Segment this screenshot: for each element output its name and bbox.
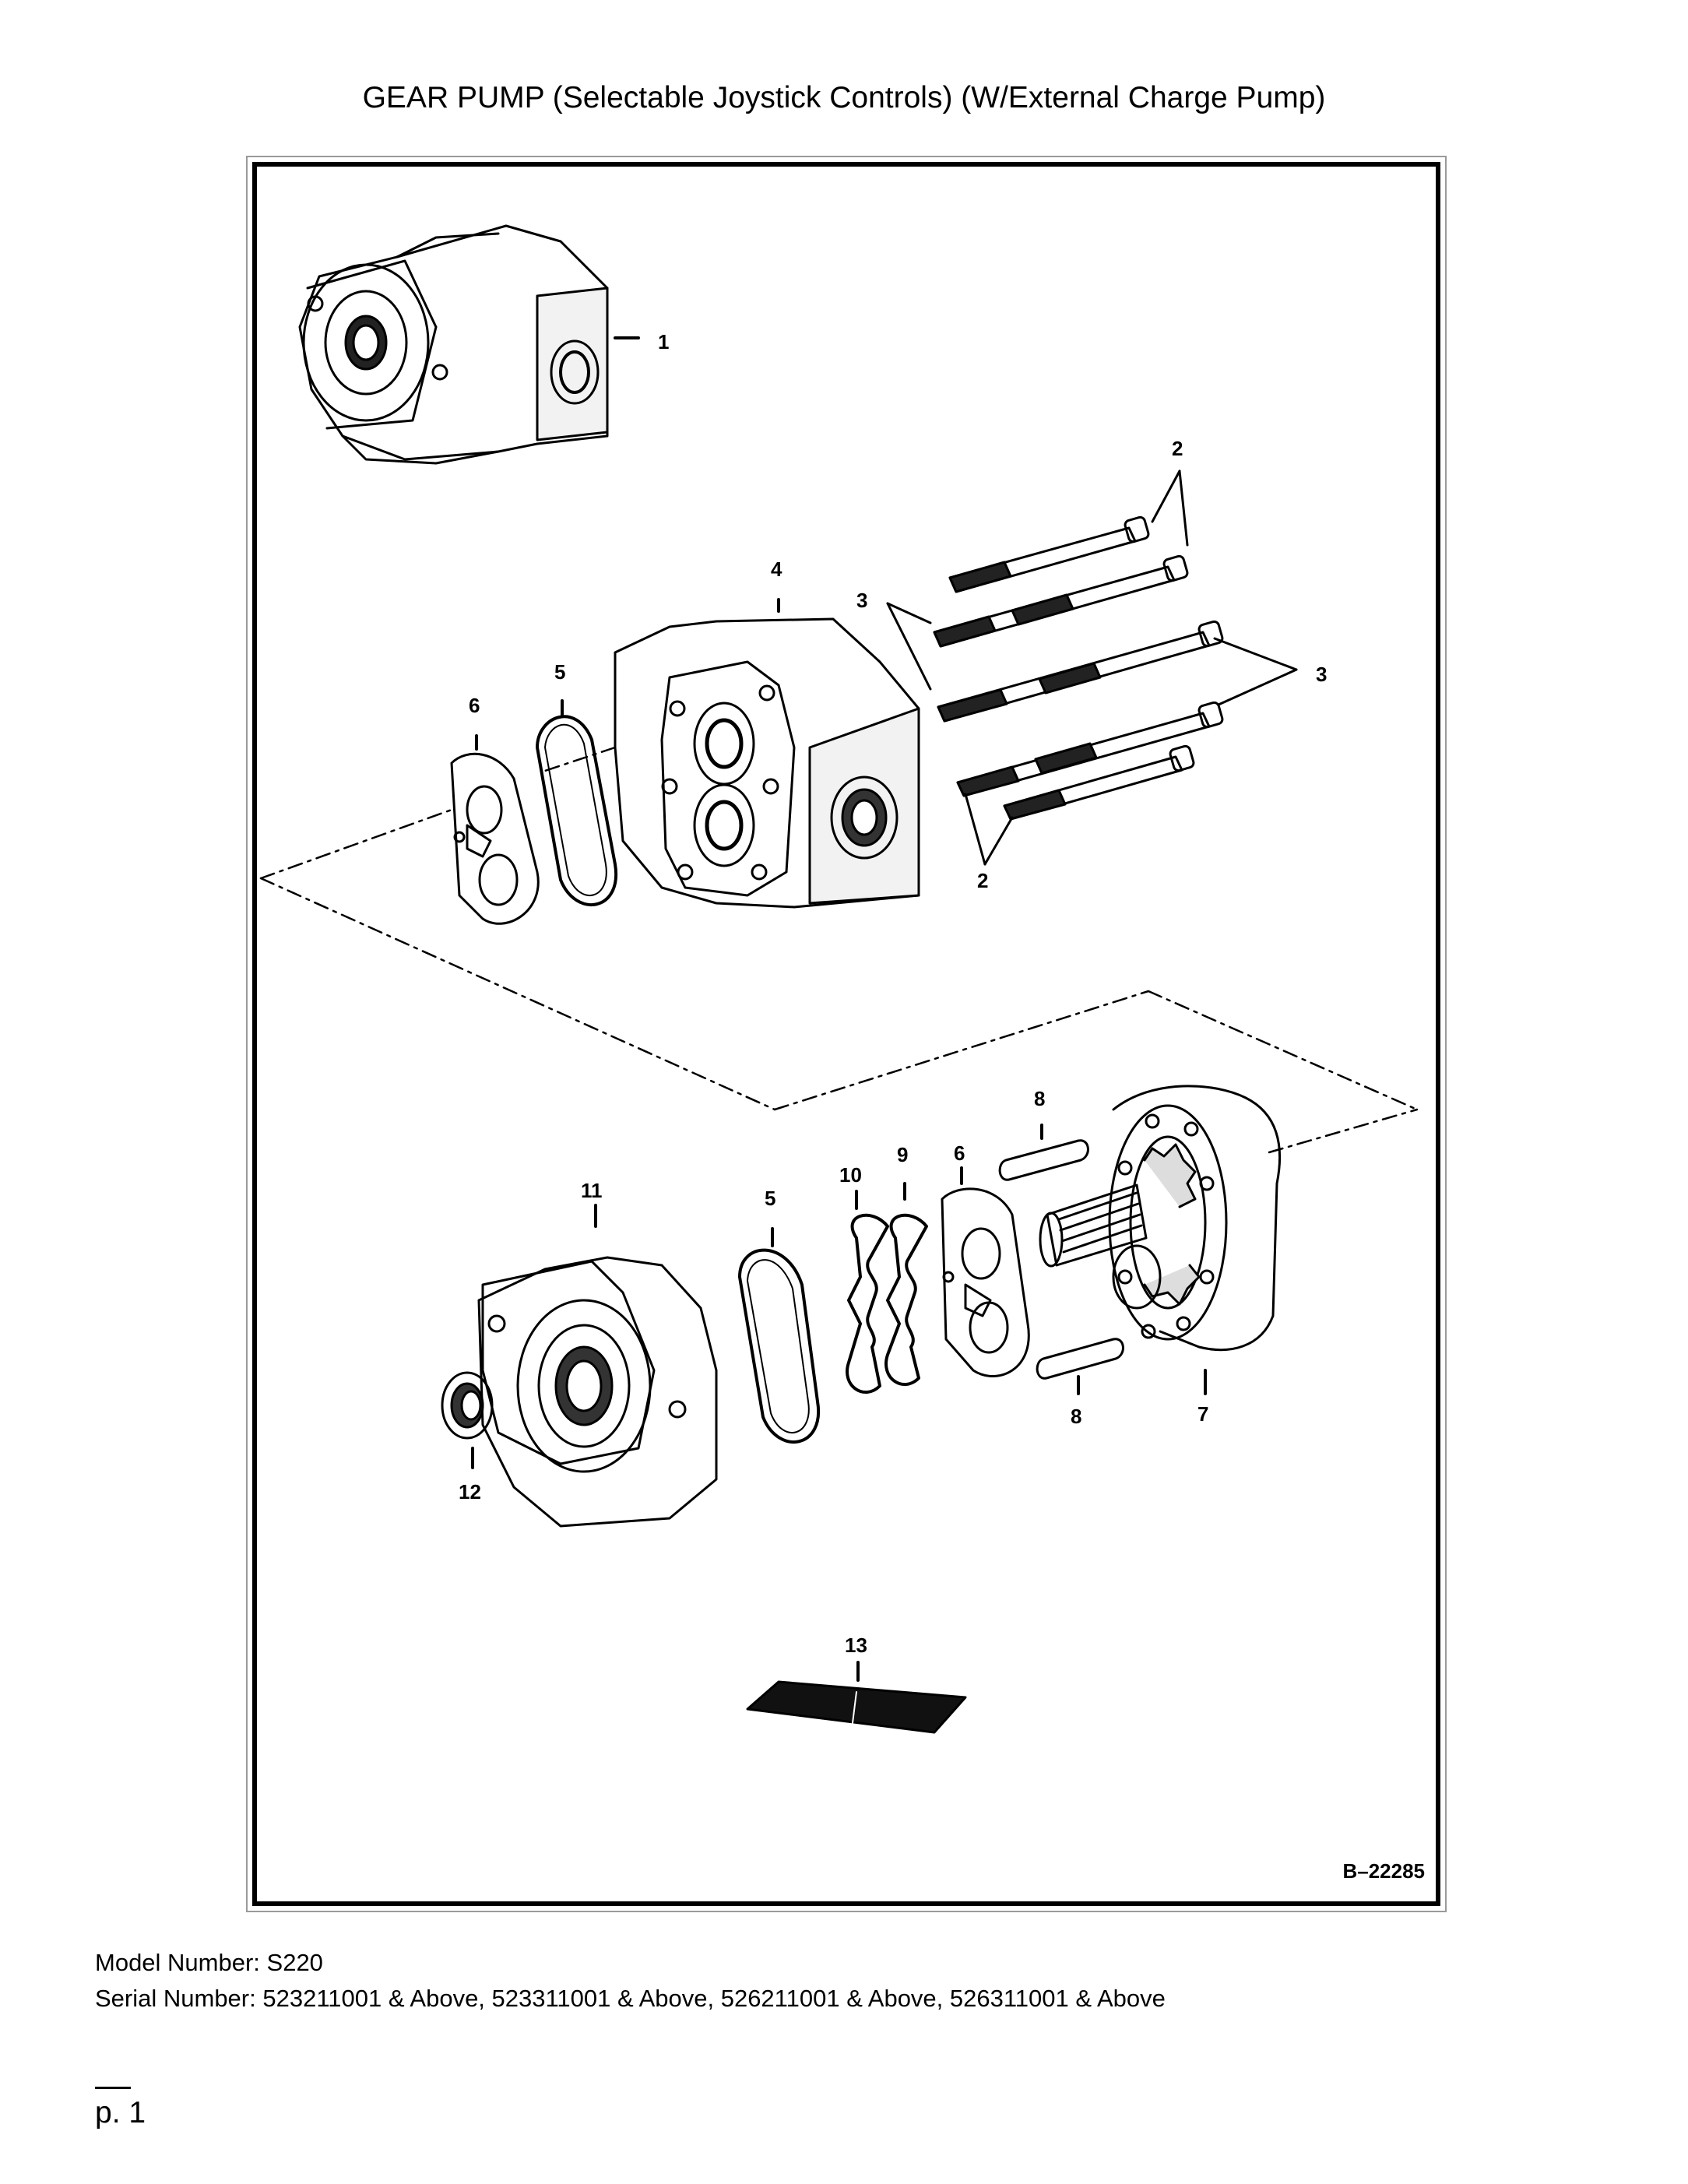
part-9-seal: [884, 1182, 928, 1387]
callout-2-lower: 2: [977, 869, 988, 892]
part-4-pump-body: [614, 598, 920, 909]
page-number: p. 1: [95, 2096, 146, 2129]
part-5-o-ring-lower: [738, 1227, 821, 1444]
page-number-rule: [95, 2087, 131, 2089]
callout-7: 7: [1197, 1402, 1208, 1426]
figure-frame-outer: [246, 156, 1447, 1912]
figure-frame: [252, 162, 1440, 1906]
callout-4: 4: [771, 557, 782, 581]
callout-13: 13: [845, 1634, 867, 1657]
part-5-o-ring-upper: [536, 699, 618, 907]
part-8-dowel-pins: [998, 1124, 1124, 1395]
page-title: GEAR PUMP (Selectable Joystick Controls)…: [362, 81, 1326, 114]
callout-6-lower: 6: [954, 1141, 965, 1165]
callout-8-lower: 8: [1071, 1405, 1081, 1428]
callout-12: 12: [459, 1480, 481, 1503]
callout-2-upper: 2: [1172, 437, 1183, 460]
part-1-gear-pump-assembly: [298, 224, 640, 465]
parts-2-3-bolts: [886, 470, 1298, 866]
part-7-gear-housing: [1039, 1085, 1282, 1395]
serial-number: Serial Number: 523211001 & Above, 523311…: [95, 1985, 1166, 2012]
part-13-sealant-tape: [746, 1661, 967, 1734]
callout-6-upper: 6: [469, 694, 480, 717]
callout-5-lower: 5: [765, 1187, 775, 1210]
callout-3-left: 3: [856, 589, 867, 612]
callout-labels: 1 2 2 3 3 4 5 5 6 6 7 8 8 9 10 11 12 13: [459, 330, 1327, 1657]
callout-1: 1: [658, 330, 669, 353]
callout-3-right: 3: [1316, 663, 1327, 686]
part-10-backup-seal: [846, 1190, 889, 1394]
figure-reference-code: B–22285: [1342, 1859, 1425, 1883]
part-6-wear-plate-lower: [941, 1166, 1030, 1377]
callout-11: 11: [581, 1179, 603, 1202]
part-12-shaft-seal: [441, 1371, 494, 1469]
callout-9: 9: [897, 1143, 908, 1166]
callout-10: 10: [839, 1163, 862, 1187]
part-6-wear-plate-upper: [450, 734, 540, 925]
part-11-end-cover: [477, 1204, 718, 1528]
model-number: Model Number: S220: [95, 1949, 323, 1976]
callout-8-upper: 8: [1034, 1087, 1045, 1110]
alignment-lines: [259, 746, 1419, 1154]
callout-5-upper: 5: [554, 660, 565, 684]
